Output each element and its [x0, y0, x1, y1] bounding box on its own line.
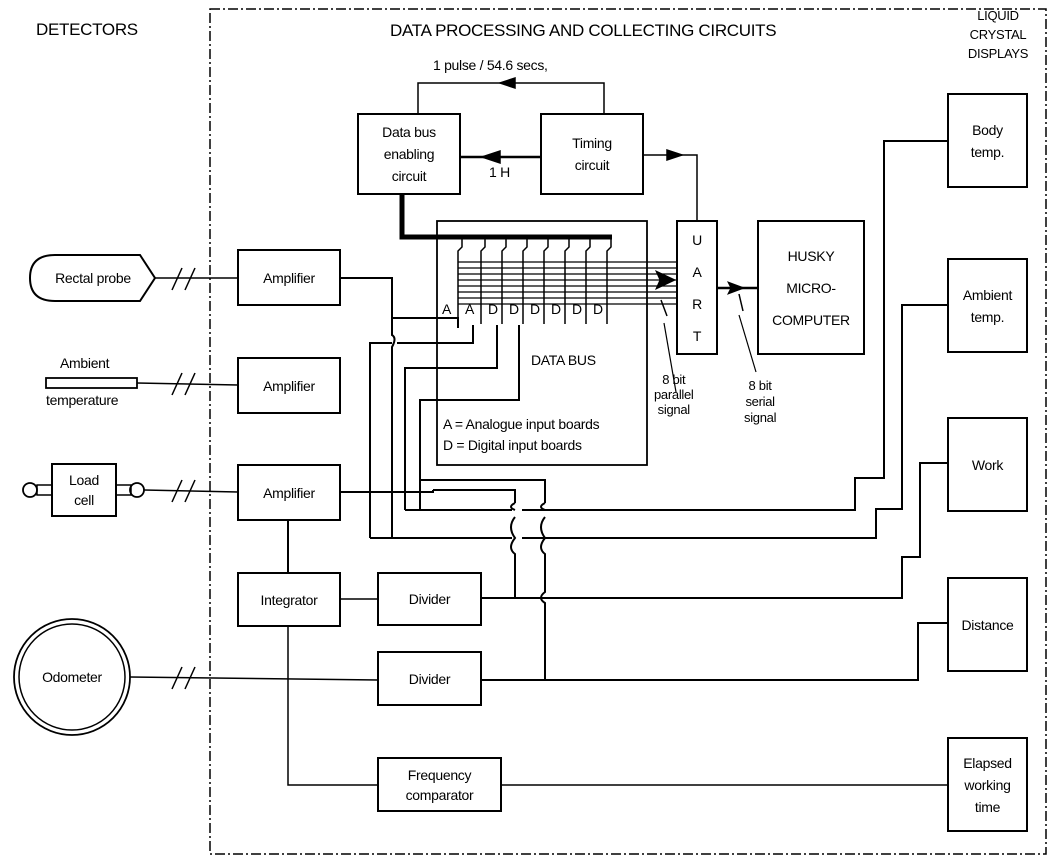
- divider-2-label: Divider: [408, 670, 451, 687]
- board-label: A: [465, 301, 475, 317]
- ambient-temp-line: Ambient: [962, 286, 1013, 303]
- serial-signal-label: 8 bit serial signal: [744, 378, 776, 426]
- ambient-temp-line: temp.: [970, 308, 1005, 325]
- board-taps: [457, 237, 612, 324]
- pulse-rate-label: 1 pulse / 54.6 secs,: [433, 57, 548, 73]
- amplifier-1-label: Amplifier: [263, 269, 315, 286]
- elapsed-time-label: Elapsed working time: [948, 738, 1027, 831]
- body-temp-line: Body: [972, 121, 1003, 138]
- data-bus-enabling-line: Data bus: [382, 124, 436, 140]
- data-bus-enabling-box: [357, 113, 461, 195]
- load-cell-left-terminal: [22, 482, 38, 498]
- work-display: [947, 417, 1028, 512]
- legend-analogue: A = Analogue input boards: [443, 416, 600, 432]
- uart-letter: A: [692, 263, 702, 280]
- displays-header-line: LIQUID: [977, 8, 1019, 23]
- display-wiring: [287, 140, 948, 786]
- timing-circuit-label: Timing circuit: [541, 114, 643, 194]
- rectal-probe-shape: [28, 254, 157, 302]
- enable-bus-line: [399, 194, 612, 240]
- frequency-comparator-line: comparator: [405, 786, 474, 803]
- ambient-sensor-shape: [45, 377, 138, 389]
- work-label: Work: [971, 456, 1004, 473]
- ambient-sensor-label-top: Ambient: [60, 355, 110, 371]
- parallel-signal-label: 8 bit parallel signal: [654, 372, 694, 417]
- load-cell-right-terminal: [129, 482, 145, 498]
- processing-header: DATA PROCESSING AND COLLECTING CIRCUITS: [390, 21, 777, 40]
- board-label: D: [572, 301, 582, 317]
- legend-digital: D = Digital input boards: [443, 437, 582, 453]
- board-label: D: [509, 301, 519, 317]
- displays-header-line: CRYSTAL: [969, 27, 1027, 42]
- body-temp-line: temp.: [970, 143, 1005, 160]
- data-bus-enabling-label: Data bus enabling circuit: [358, 114, 460, 194]
- serial-signal-line: signal: [744, 410, 777, 425]
- elapsed-time-line: Elapsed: [963, 754, 1012, 771]
- timing-circuit-box: [540, 113, 644, 195]
- load-cell-label-line: cell: [74, 492, 94, 508]
- integrator-label: Integrator: [260, 591, 318, 608]
- microcomputer-line: HUSKY: [787, 247, 835, 264]
- board-label: D: [551, 301, 561, 317]
- elapsed-time-line: time: [974, 798, 1001, 815]
- distance-display: [947, 577, 1028, 672]
- parallel-bus-lines: [458, 261, 677, 305]
- amplifier-bus-wiring: [340, 277, 520, 538]
- amplifier-2-box: [237, 357, 341, 414]
- amplifier-2-label: Amplifier: [263, 377, 315, 394]
- elapsed-time-line: working: [964, 776, 1011, 793]
- uart-label: U A R T: [677, 221, 717, 354]
- uart-letter: U: [692, 231, 702, 248]
- timing-connections: [417, 76, 698, 221]
- data-bus-enabling-line: circuit: [391, 168, 427, 184]
- timing-circuit-line: Timing: [572, 135, 612, 151]
- serial-signal-line: 8 bit: [748, 378, 772, 393]
- ambient-temp-label: Ambient temp.: [948, 259, 1027, 352]
- data-bus-enabling-line: enabling: [383, 146, 435, 162]
- microcomputer-label: HUSKY MICRO- COMPUTER: [758, 221, 864, 354]
- load-cell-label-line: Load: [69, 472, 99, 488]
- board-label: D: [593, 301, 603, 317]
- parallel-signal-line: parallel: [654, 387, 694, 402]
- body-temp-label: Body temp.: [948, 94, 1027, 187]
- timing-circuit-line: circuit: [574, 157, 610, 173]
- odometer-inner-ring: [18, 623, 126, 731]
- uart-letter: T: [692, 327, 702, 344]
- microcomputer-line: COMPUTER: [772, 311, 850, 328]
- displays-header-line: DISPLAYS: [967, 46, 1029, 61]
- board-label: D: [530, 301, 540, 317]
- detectors-header: DETECTORS: [36, 20, 138, 39]
- rectal-probe-label: Rectal probe: [55, 270, 131, 286]
- load-cell-label: Load cell: [52, 464, 116, 516]
- microcomputer-line: MICRO-: [786, 279, 836, 296]
- processing-region-border: [209, 8, 1047, 855]
- frequency-comparator-label: Frequency comparator: [378, 758, 501, 811]
- parallel-signal-line: 8 bit: [662, 372, 686, 387]
- displays-header: LIQUID CRYSTAL DISPLAYS: [958, 8, 1038, 61]
- serial-pointer: [738, 314, 757, 373]
- board-legend: A = Analogue input boards D = Digital in…: [443, 414, 600, 456]
- distance-label: Distance: [961, 616, 1014, 633]
- detector-links: [129, 267, 379, 690]
- parallel-arrow: [654, 269, 677, 291]
- uart-letter: R: [692, 295, 702, 312]
- board-label: A: [442, 301, 452, 317]
- odometer-label: Odometer: [42, 669, 102, 685]
- serial-signal-line: serial: [745, 394, 775, 409]
- data-bus-label: DATA BUS: [531, 352, 596, 368]
- divider-1-label: Divider: [408, 591, 451, 607]
- board-label: D: [488, 301, 498, 317]
- parallel-pointer: [663, 322, 677, 393]
- parallel-signal-line: signal: [657, 402, 690, 417]
- frequency-comparator-line: Frequency: [407, 766, 472, 783]
- ambient-sensor-label-bottom: temperature: [46, 392, 119, 408]
- hz-label: 1 H: [489, 164, 510, 180]
- amplifier-3-label: Amplifier: [263, 484, 315, 501]
- divider-2-box: [377, 651, 482, 706]
